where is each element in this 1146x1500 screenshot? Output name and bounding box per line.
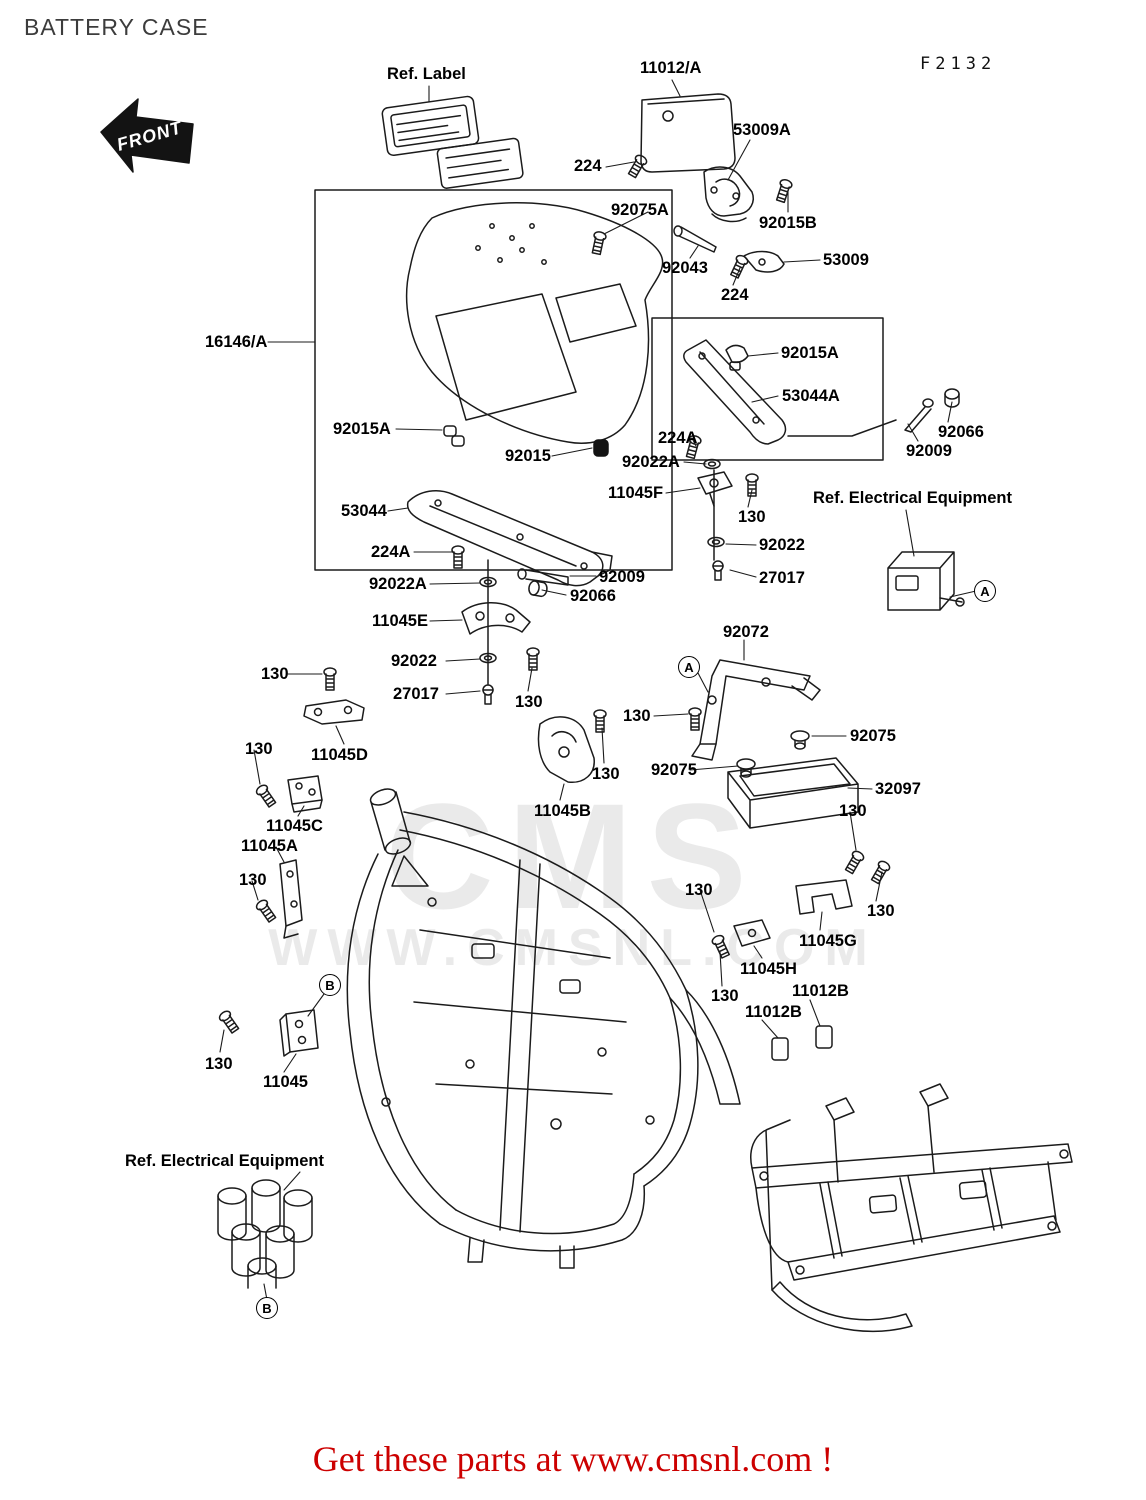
part-label: 92072 xyxy=(723,623,769,641)
part-label: 130 xyxy=(623,707,651,725)
part-label: 92075A xyxy=(611,201,669,219)
part-label: 27017 xyxy=(759,569,805,587)
part-label: 53009A xyxy=(733,121,791,139)
part-label: 130 xyxy=(685,881,713,899)
part-label: 92075 xyxy=(850,727,896,745)
part-label: 130 xyxy=(867,902,895,920)
part-label: 32097 xyxy=(875,780,921,798)
part-label: 11012/A xyxy=(640,59,702,77)
rail-53044a-drawing xyxy=(683,339,787,445)
fasteners-drawing xyxy=(217,152,960,1035)
part-label: 224A xyxy=(658,429,698,447)
part-label: 130 xyxy=(245,740,273,758)
part-label: 92009 xyxy=(599,568,645,586)
label-ref-electrical-equipment-left: Ref. Electrical Equipment xyxy=(125,1152,324,1170)
tray-32097-drawing xyxy=(727,757,859,829)
callout-b: B xyxy=(319,974,341,996)
part-label: 130 xyxy=(205,1055,233,1073)
label-ref-label: Ref. Label xyxy=(387,65,466,83)
leader-lines xyxy=(219,79,977,1301)
assembly-box-right xyxy=(651,317,884,461)
footer-link[interactable]: Get these parts at www.cmsnl.com ! xyxy=(312,1439,834,1479)
part-label: 11045G xyxy=(799,932,857,950)
part-label: 224A xyxy=(371,543,411,561)
part-label: 130 xyxy=(261,665,289,683)
part-label: 53009 xyxy=(823,251,869,269)
part-label: 92015B xyxy=(759,214,817,232)
part-label: 92022 xyxy=(759,536,805,554)
part-label: 224 xyxy=(721,286,749,304)
part-label: 27017 xyxy=(393,685,439,703)
part-label: 92009 xyxy=(906,442,952,460)
callout-b: B xyxy=(256,1297,278,1319)
bolt-axis-line-right xyxy=(787,419,897,437)
rail-53044-drawing xyxy=(406,489,613,587)
part-label: 92015A xyxy=(781,344,839,362)
part-label: 11045D xyxy=(311,746,368,764)
part-label: 92066 xyxy=(938,423,984,441)
part-label: 11045B xyxy=(534,802,591,820)
part-label: 53044 xyxy=(341,502,387,520)
part-label: 92022A xyxy=(369,575,427,593)
part-label: 92043 xyxy=(662,259,708,277)
relay-box-drawing xyxy=(887,551,965,611)
small-brackets-drawing xyxy=(279,471,853,1061)
part-label: 92015A xyxy=(333,420,391,438)
part-label: 11045C xyxy=(266,817,323,835)
part-label: 130 xyxy=(592,765,620,783)
part-label: 11012B xyxy=(792,982,849,1000)
part-label: 11045E xyxy=(372,612,428,630)
part-label: 11012B xyxy=(745,1003,802,1021)
battery-cover-drawing xyxy=(405,202,664,444)
part-label: 92022A xyxy=(622,453,680,471)
battery-lid-drawing xyxy=(640,93,736,173)
part-label: 53044A xyxy=(782,387,840,405)
part-label: 16146/A xyxy=(205,333,268,351)
bracket-92072-drawing xyxy=(691,659,821,761)
part-label: 92022 xyxy=(391,652,437,670)
main-frame-drawing xyxy=(346,788,741,1269)
callout-a: A xyxy=(974,580,996,602)
part-label: 11045F xyxy=(608,484,664,502)
rear-subframe-drawing xyxy=(750,1083,1073,1333)
fiche-code: F2132 xyxy=(920,54,997,74)
assembly-box-left xyxy=(314,189,673,571)
part-label: 130 xyxy=(515,693,543,711)
part-label: 11045A xyxy=(241,837,298,855)
part-label: 11045H xyxy=(740,960,797,978)
part-label: 130 xyxy=(711,987,739,1005)
label-ref-electrical-equipment-right: Ref. Electrical Equipment xyxy=(813,489,1012,507)
page-title: BATTERY CASE xyxy=(24,14,209,40)
front-arrow: FRONT xyxy=(100,98,194,173)
part-label: 92015 xyxy=(505,447,551,465)
part-label: 11045 xyxy=(263,1073,308,1091)
part-label: 130 xyxy=(839,802,867,820)
part-label: 130 xyxy=(738,508,766,526)
part-label: 92075 xyxy=(651,761,697,779)
hinge-brackets-drawing xyxy=(673,166,785,273)
part-label: 92066 xyxy=(570,587,616,605)
callout-a: A xyxy=(678,656,700,678)
part-label: 224 xyxy=(574,157,602,175)
part-label: 130 xyxy=(239,871,267,889)
relay-cluster-drawing xyxy=(217,1179,313,1289)
ref-label-plates xyxy=(381,95,524,189)
